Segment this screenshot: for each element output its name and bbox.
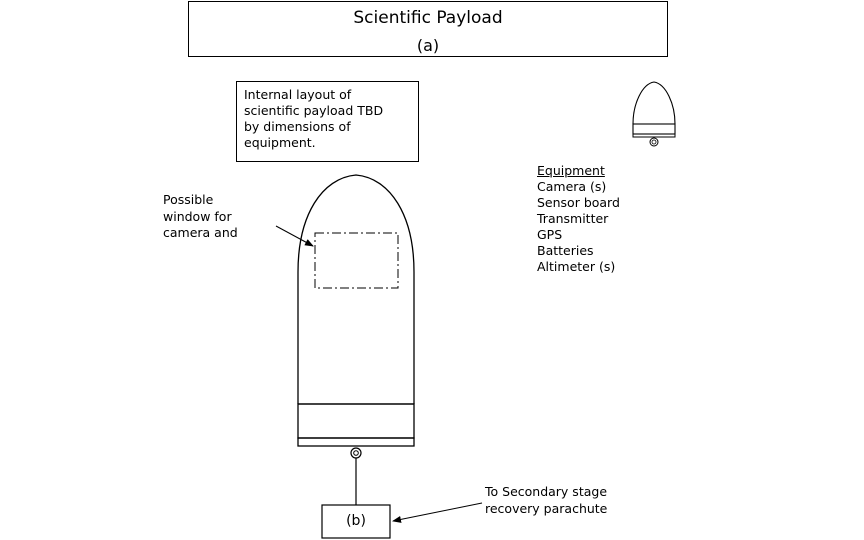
payload-lower-section [297,403,415,439]
equipment-item: Batteries [537,243,594,258]
internal-layout-note: Internal layout of scientific payload TB… [236,81,419,162]
annotation-line: window for [163,208,232,224]
window-annotation: Possible window for camera and [163,192,238,242]
annotation-line: To Secondary stage [485,484,608,499]
equipment-item: Sensor board [537,195,620,210]
payload-base-band [297,437,415,447]
note-line: scientific payload TBD [244,103,384,118]
annotation-line: Possible [163,192,214,207]
recovery-arrow [392,502,483,523]
annotation-line: recovery parachute [485,500,608,516]
annotation-line: camera and [163,225,238,240]
equipment-list: Equipment Camera (s) Sensor board Transm… [537,163,620,275]
attachment-eyelet-inner [353,450,359,456]
equipment-item: GPS [537,227,563,242]
note-line: Internal layout of [244,87,352,102]
equipment-heading: Equipment [537,163,605,178]
equipment-item: Camera (s) [537,179,607,194]
thumbnail-band [632,123,676,135]
camera-window [314,232,399,289]
thumbnail-nose [632,81,676,125]
recovery-annotation: To Secondary stage recovery parachute [485,484,607,517]
thumbnail-eyelet [649,137,659,147]
parachute-box [321,504,391,539]
equipment-item: Transmitter [537,211,609,226]
window-arrow [275,225,314,247]
diagram-title: Scientific Payload [353,8,503,28]
equipment-item: Altimeter (s) [537,259,616,274]
thumbnail-eyelet-inner [651,139,657,145]
title-box: Scientific Payload (a) [188,1,668,57]
diagram-subtitle: (a) [416,36,440,55]
note-line: equipment. [244,135,316,150]
payload-nose-body [297,174,415,404]
attachment-eyelet-outer [350,447,362,459]
parachute-box-label: (b) [346,513,366,529]
thumbnail-base [632,133,676,138]
note-line: by dimensions of [244,119,351,134]
